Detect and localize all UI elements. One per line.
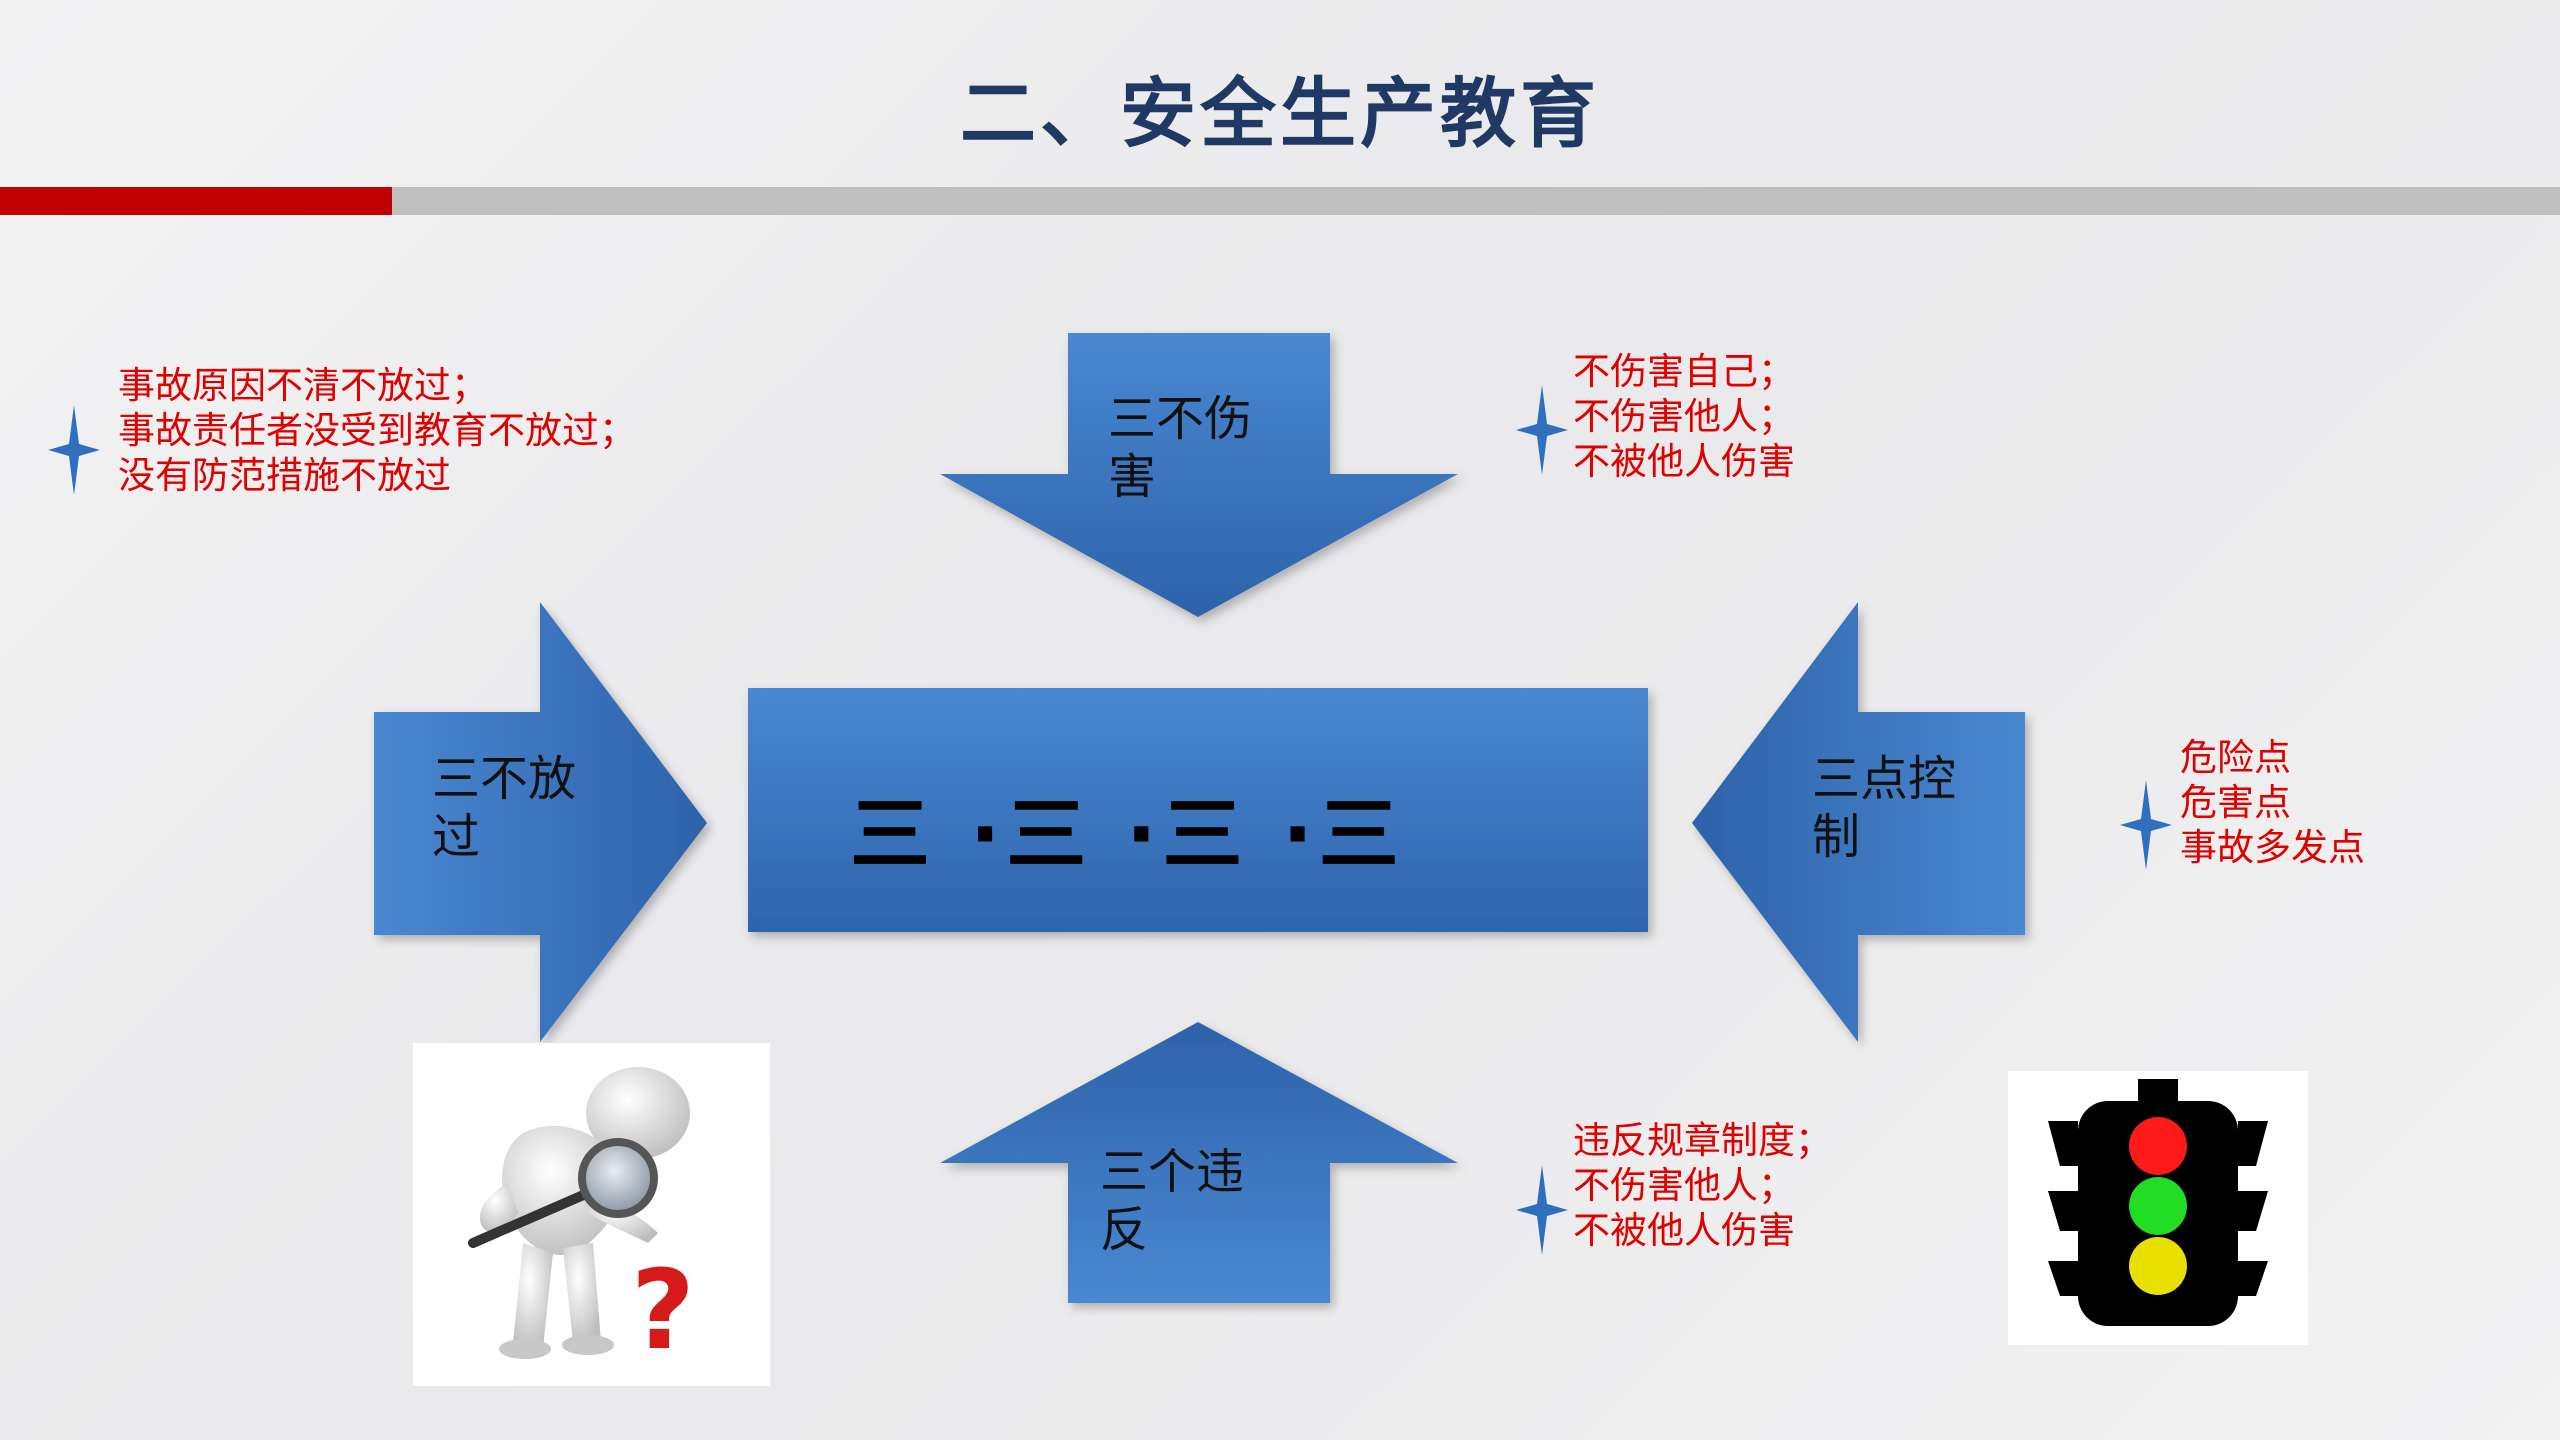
arrow-right-line1: 三点控 bbox=[1812, 751, 1957, 807]
svg-text:?: ? bbox=[631, 1246, 695, 1374]
note-bottom-right-line: 不被他人伤害 bbox=[1573, 1209, 1795, 1252]
note-middle-right: 危险点 危害点 事故多发点 bbox=[2180, 735, 2365, 870]
note-top-left: 事故原因不清不放过； 事故责任者没受到教育不放过； 没有防范措施不放过 bbox=[118, 363, 636, 498]
note-top-left-line: 没有防范措施不放过 bbox=[118, 454, 451, 497]
arrow-right-label: 三点控 制 bbox=[1812, 750, 1956, 866]
note-top-right-line: 不伤害自己； bbox=[1573, 350, 1795, 393]
arrow-right bbox=[1692, 602, 2025, 1042]
arrow-top-label: 三不伤 害 bbox=[1108, 390, 1252, 506]
note-middle-right-line: 危害点 bbox=[2180, 781, 2291, 824]
star-icon bbox=[48, 405, 100, 495]
arrow-top-line1: 三不伤 bbox=[1108, 391, 1253, 447]
note-bottom-right: 违反规章制度； 不伤害他人； 不被他人伤害 bbox=[1573, 1118, 1832, 1253]
note-middle-right-line: 事故多发点 bbox=[2180, 826, 2365, 869]
center-box bbox=[748, 688, 1648, 932]
arrow-bottom-label: 三个违 反 bbox=[1100, 1143, 1244, 1259]
note-top-right: 不伤害自己； 不伤害他人； 不被他人伤害 bbox=[1573, 349, 1795, 484]
arrow-right-line2: 制 bbox=[1812, 809, 1861, 865]
note-bottom-right-line: 不伤害他人； bbox=[1573, 1164, 1795, 1207]
arrow-top-line2: 害 bbox=[1108, 449, 1157, 505]
center-text: 三 ·三 ·三 ·三 bbox=[850, 788, 1405, 881]
person-magnifier-question-icon: ? bbox=[413, 1043, 770, 1386]
star-icon bbox=[1516, 1165, 1568, 1255]
note-top-left-line: 事故原因不清不放过； bbox=[118, 364, 488, 407]
arrow-bottom-line2: 反 bbox=[1100, 1202, 1149, 1258]
arrow-left-label: 三不放 过 bbox=[432, 750, 576, 866]
star-icon bbox=[2120, 780, 2172, 870]
note-bottom-right-line: 违反规章制度； bbox=[1573, 1119, 1832, 1162]
divider-bar bbox=[0, 187, 2560, 215]
arrow-left-line2: 过 bbox=[432, 809, 481, 865]
note-top-right-line: 不被他人伤害 bbox=[1573, 440, 1795, 483]
arrow-left-line1: 三不放 bbox=[432, 751, 577, 807]
traffic-light-icon bbox=[2008, 1071, 2308, 1345]
note-middle-right-line: 危险点 bbox=[2180, 736, 2291, 779]
page-title: 二、安全生产教育 bbox=[960, 69, 1600, 158]
star-icon bbox=[1516, 385, 1568, 475]
note-top-right-line: 不伤害他人； bbox=[1573, 395, 1795, 438]
arrow-top bbox=[940, 333, 1458, 617]
divider-accent bbox=[0, 187, 392, 215]
arrow-left bbox=[374, 602, 707, 1042]
note-top-left-line: 事故责任者没受到教育不放过； bbox=[118, 409, 636, 452]
arrow-bottom bbox=[940, 1022, 1458, 1303]
arrow-bottom-line1: 三个违 bbox=[1100, 1144, 1245, 1200]
